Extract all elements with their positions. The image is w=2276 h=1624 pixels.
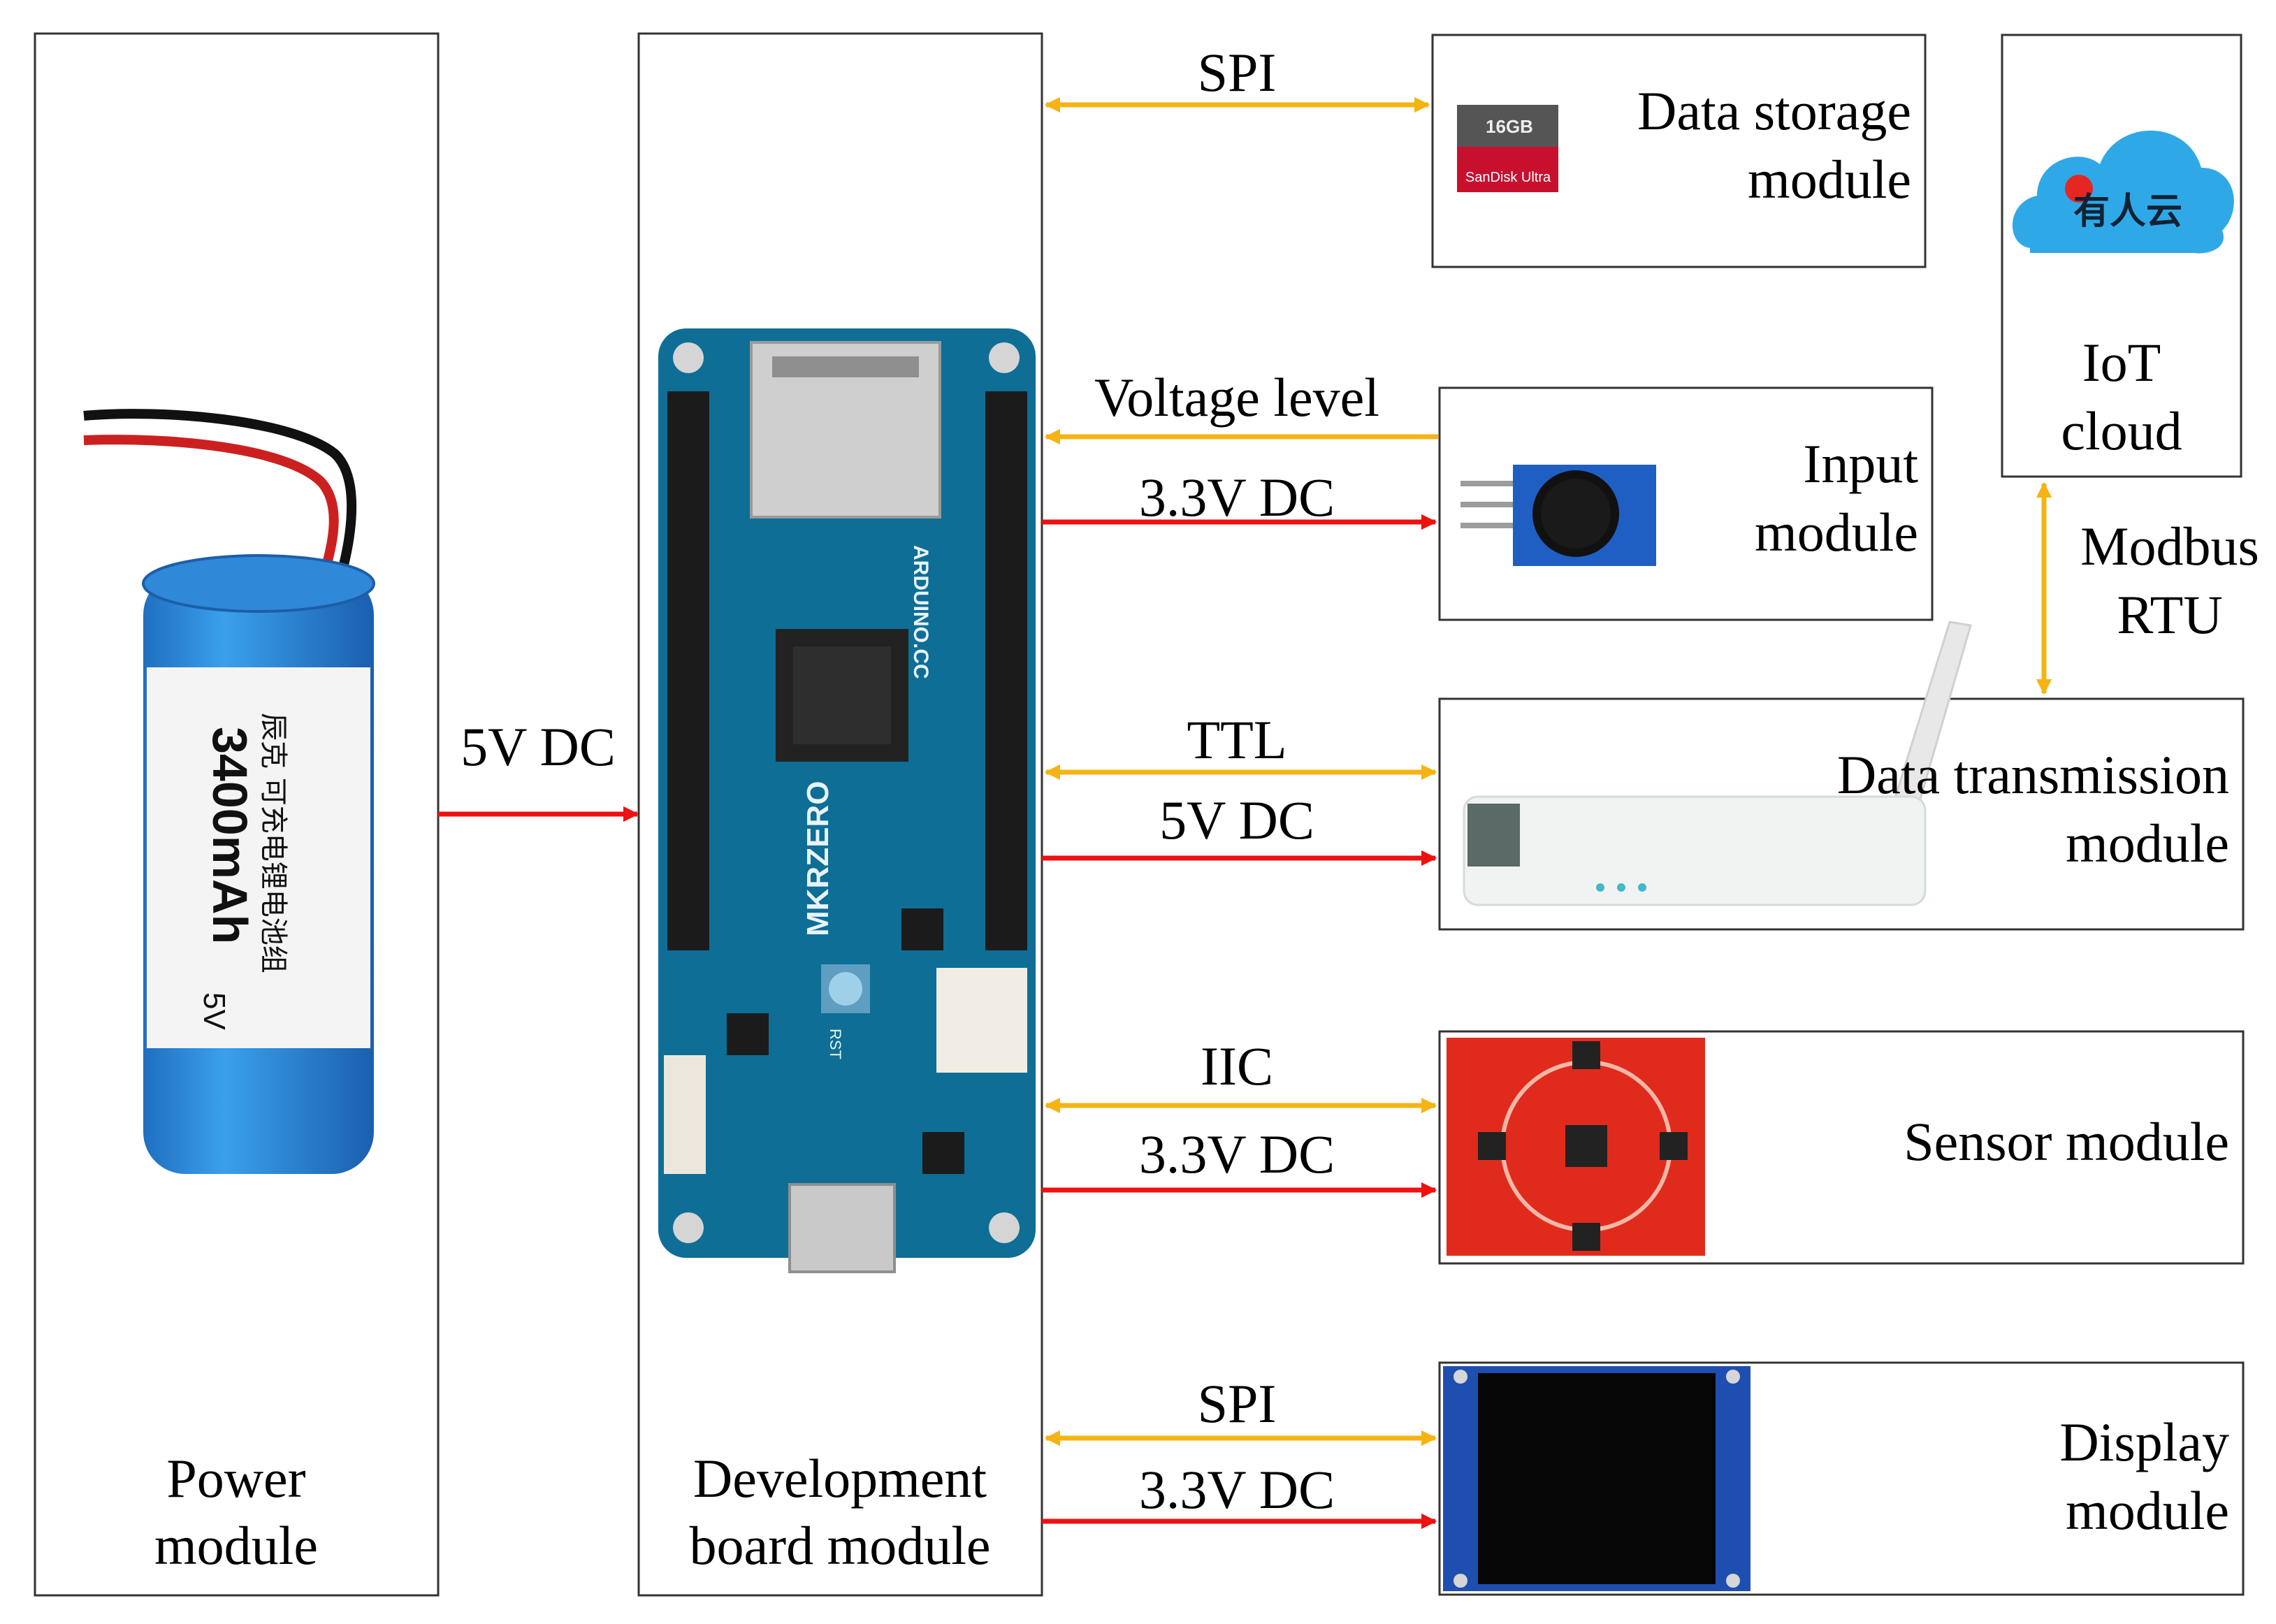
sd-card-brand: SanDisk Ultra xyxy=(1465,170,1551,185)
battery-capacity: 3400mAh xyxy=(203,727,257,944)
cloud-logo-text: 有人云 xyxy=(2073,191,2182,233)
iot-cloud-label-2: cloud xyxy=(2061,400,2182,461)
label-display-spi: SPI xyxy=(1198,1373,1277,1434)
label-display-power: 3.3V DC xyxy=(1139,1459,1335,1520)
iot-cloud-label-1: IoT xyxy=(2082,332,2161,393)
connection-arrows xyxy=(438,96,2052,1530)
label-transmission-power: 5V DC xyxy=(1159,790,1314,850)
display-module: Display module xyxy=(1438,1361,2245,1596)
display-module-label-1: Display xyxy=(2059,1412,2229,1472)
data-transmission-module: Data transmission module xyxy=(1438,621,2245,931)
sd-card-size: 16GB xyxy=(1486,116,1533,137)
label-storage-spi: SPI xyxy=(1198,42,1277,103)
button-module-image xyxy=(1460,465,1656,566)
label-cloud-modbus-2: RTU xyxy=(2117,584,2222,645)
cloud-logo: 有人云 xyxy=(2012,130,2234,254)
label-input-voltage: Voltage level xyxy=(1094,367,1379,428)
battery-image: 3400mAh 辰克 可充电锂电池组 5V xyxy=(83,409,375,1174)
development-board-module: ARDUINO.CC MKRZERO RST Development board… xyxy=(637,32,1043,1597)
board-module-label-1: Development xyxy=(693,1448,987,1509)
storage-module-label-2: module xyxy=(1748,149,1911,210)
input-module-label-1: Input xyxy=(1803,433,1918,494)
lcd-screen-image xyxy=(1443,1366,1751,1591)
label-input-power: 3.3V DC xyxy=(1139,467,1335,528)
sd-card-image: 16GB SanDisk Ultra xyxy=(1457,105,1558,192)
label-power-to-board: 5V DC xyxy=(461,716,616,777)
input-module: Input module xyxy=(1438,386,1934,621)
battery-brand: 辰克 可充电锂电池组 xyxy=(257,713,289,973)
label-sensor-power: 3.3V DC xyxy=(1139,1124,1335,1184)
board-silk-reset: RST xyxy=(827,1029,844,1059)
battery-voltage: 5V xyxy=(197,992,231,1030)
connection-labels: 5V DC SPI Voltage level 3.3V DC TTL 5V D… xyxy=(461,42,2259,1520)
power-module-label-1: Power xyxy=(166,1448,305,1509)
display-module-label-2: module xyxy=(2066,1480,2229,1541)
label-transmission-ttl: TTL xyxy=(1187,709,1287,770)
label-cloud-modbus-1: Modbus xyxy=(2080,516,2259,577)
transmission-module-label-1: Data transmission xyxy=(1837,744,2229,805)
dtu-modem-image xyxy=(1463,621,1972,906)
board-silk-arduino: ARDUINO.CC xyxy=(909,545,932,679)
storage-module-label-1: Data storage xyxy=(1637,80,1911,141)
input-module-label-2: module xyxy=(1755,502,1918,563)
sensor-module: Sensor module xyxy=(1438,1030,2245,1265)
sensor-board-image xyxy=(1447,1038,1705,1256)
data-storage-module: 16GB SanDisk Ultra Data storage module xyxy=(1431,34,1927,268)
sensor-module-label: Sensor module xyxy=(1904,1111,2229,1172)
label-sensor-iic: IIC xyxy=(1201,1036,1273,1096)
power-module-label-2: module xyxy=(154,1515,318,1576)
iot-cloud-module: 有人云 IoT cloud xyxy=(2001,34,2242,478)
transmission-module-label-2: module xyxy=(2066,813,2229,873)
board-module-label-2: board module xyxy=(689,1515,990,1576)
mkrzero-board-image: ARDUINO.CC MKRZERO RST xyxy=(658,328,1036,1273)
board-silk-model: MKRZERO xyxy=(801,781,835,936)
power-module: 3400mAh 辰克 可充电锂电池组 5V Power module xyxy=(34,32,440,1597)
